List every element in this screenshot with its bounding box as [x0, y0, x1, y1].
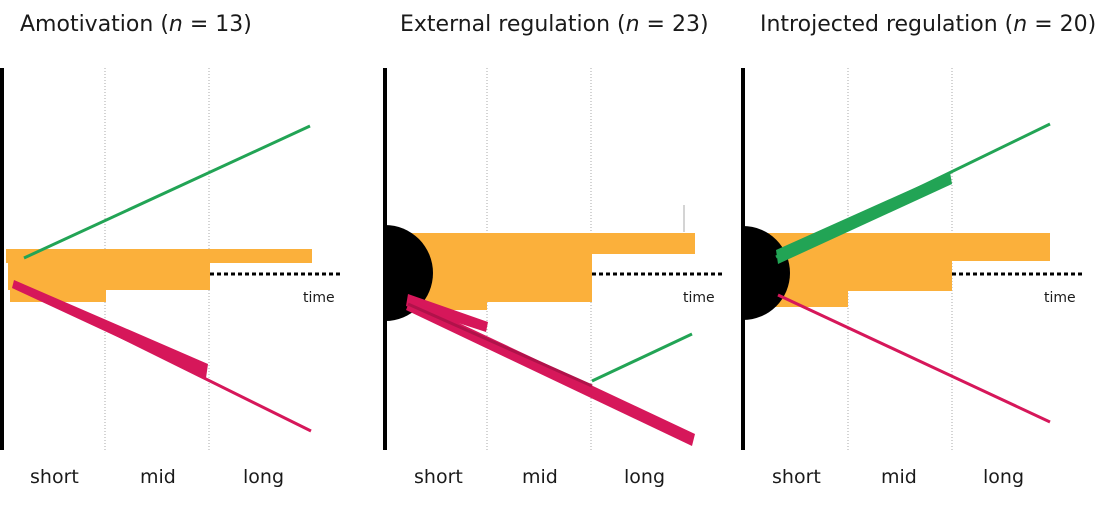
crimson-band — [12, 280, 208, 378]
label-long: long — [243, 466, 285, 488]
panel-title: External regulation (n = 23) — [400, 12, 709, 37]
time-label: time — [303, 290, 335, 306]
crimson-line — [777, 293, 1051, 424]
bar-mid — [8, 263, 210, 290]
panel-title: Amotivation (n = 13) — [20, 12, 252, 37]
green-line — [23, 124, 311, 260]
label-short: short — [30, 466, 79, 488]
green-band — [776, 172, 952, 264]
label-short: short — [414, 466, 463, 488]
panel-title: Introjected regulation (n = 20) — [760, 12, 1097, 37]
panel-amotivation: Amotivation (n = 13) time short mid long — [0, 0, 360, 507]
bar-long — [6, 249, 312, 263]
label-mid: mid — [522, 466, 558, 488]
panel-introjected-regulation: Introjected regulation (n = 20) time sho… — [738, 0, 1120, 507]
label-mid: mid — [881, 466, 917, 488]
green-line — [591, 332, 693, 383]
label-short: short — [772, 466, 821, 488]
crimson-line-mid — [407, 302, 593, 388]
label-mid: mid — [140, 466, 176, 488]
time-label: time — [1044, 290, 1076, 306]
diagram-introjected-regulation — [741, 68, 1082, 452]
diagram-amotivation — [0, 68, 340, 452]
time-label: time — [683, 290, 715, 306]
label-long: long — [983, 466, 1025, 488]
black-semicircle — [385, 225, 433, 321]
crimson-band-short — [406, 294, 488, 332]
label-long: long — [624, 466, 666, 488]
panel-external-regulation: External regulation (n = 23) time short … — [380, 0, 740, 507]
bar-long — [385, 233, 695, 254]
diagram-external-regulation — [383, 68, 722, 452]
crimson-line — [13, 282, 312, 433]
